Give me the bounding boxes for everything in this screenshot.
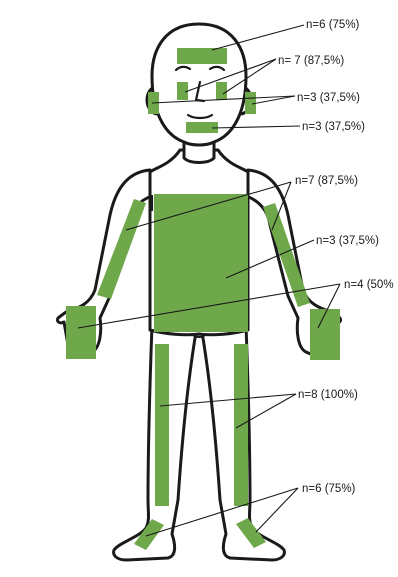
region-ear-right <box>245 92 256 114</box>
label-arms: n=7 (87,5%) <box>295 175 358 187</box>
label-chin: n=3 (37,5%) <box>302 121 365 133</box>
region-leg-left <box>155 344 169 506</box>
label-ears: n=3 (37,5%) <box>297 92 360 104</box>
label-eyes: n= 7 (87,5%) <box>278 55 344 67</box>
label-legs: n=8 (100%) <box>298 389 358 401</box>
label-hands: n=4 (50% <box>344 279 394 291</box>
label-trunk: n=3 (37,5%) <box>316 235 379 247</box>
region-trunk <box>154 194 248 332</box>
region-hand-left <box>66 306 96 359</box>
label-forehead: n=6 (75%) <box>306 19 360 31</box>
label-feet: n=6 (75%) <box>302 483 356 495</box>
region-hand-right <box>310 309 340 360</box>
region-forehead <box>177 48 227 64</box>
region-eye-right <box>216 82 227 100</box>
